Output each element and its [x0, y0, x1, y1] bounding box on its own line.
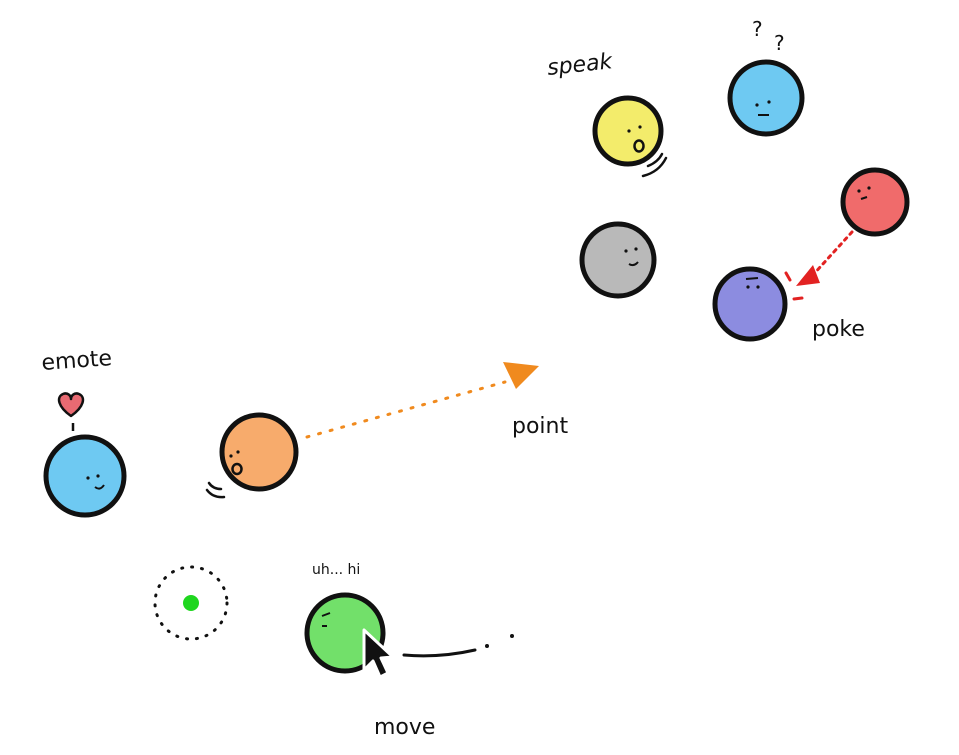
poke-label: poke — [812, 317, 865, 342]
mouse-cursor-icon — [362, 628, 395, 679]
idle-blob[interactable] — [579, 221, 657, 299]
poke-arrow — [784, 230, 854, 301]
point-blob[interactable] — [219, 412, 299, 492]
poke-target-blob[interactable] — [712, 266, 788, 342]
emote-label: emote — [41, 346, 113, 376]
question-mark-1: ? — [752, 17, 763, 41]
speech-waves — [641, 152, 668, 178]
confused-blob[interactable] — [727, 59, 805, 137]
heart-icon — [57, 392, 85, 431]
move-trail — [402, 634, 514, 658]
emote-blob[interactable] — [43, 434, 127, 518]
poke-source-blob[interactable] — [840, 167, 910, 237]
question-mark-2: ? — [774, 31, 785, 55]
move-target-marker — [153, 565, 229, 641]
move-label: move — [374, 715, 435, 740]
speak-blob[interactable] — [592, 95, 664, 167]
point-label: point — [512, 414, 568, 439]
point-arrow — [305, 362, 539, 439]
greeting-speech: uh... hi — [312, 562, 360, 578]
speak-label: speak — [546, 49, 615, 81]
point-speech-waves — [205, 481, 226, 499]
